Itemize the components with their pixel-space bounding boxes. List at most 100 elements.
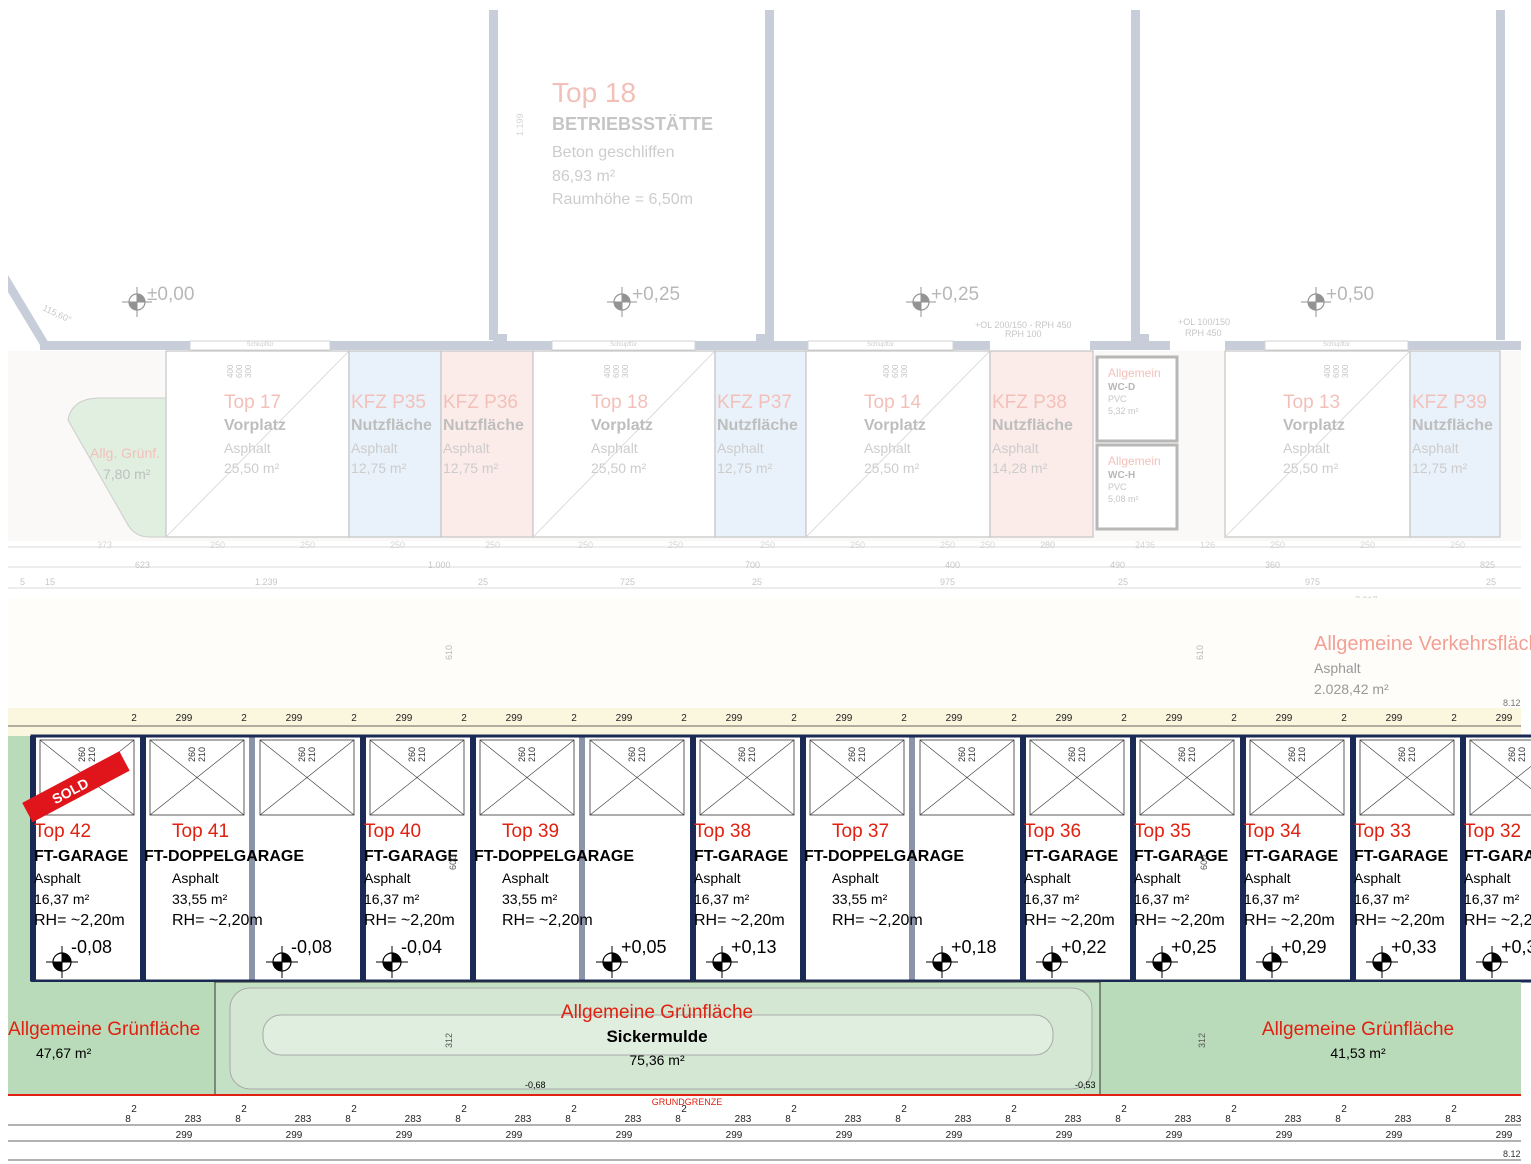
wall [1496, 10, 1505, 340]
garage-wall [1460, 736, 1466, 981]
unit-diagonal [805, 350, 991, 538]
garage-rh: RH= ~2,20m [1354, 912, 1445, 929]
door-cross [1359, 739, 1455, 816]
dim-row2: 623 [135, 560, 150, 570]
green-left-area: 47,67 m² [36, 1045, 92, 1061]
wc-name: WC-D [1108, 382, 1135, 393]
level-quadrant [129, 302, 137, 310]
door-dim: 260 [517, 747, 527, 762]
wc-box [1095, 355, 1179, 443]
door-cross [1139, 739, 1235, 816]
garage-box [1130, 734, 1244, 983]
garage-area: 33,55 m² [502, 891, 558, 907]
dim-299: 299 [286, 1130, 303, 1141]
door-dim: 210 [1077, 747, 1087, 762]
door-cross [589, 739, 685, 816]
dim-2: 2 [901, 1104, 907, 1115]
wc-area: 5,08 m² [1108, 494, 1139, 504]
door-dim: 300 [244, 364, 253, 378]
dim-2: 2 [461, 1104, 467, 1115]
garage-rh: RH= ~2,20m [1024, 912, 1115, 929]
door-dim: 210 [307, 747, 317, 762]
level-quadrant [1492, 953, 1501, 962]
garage-level-marker [266, 946, 298, 978]
dim-row3: 5 [20, 577, 25, 587]
garage-top: Top 42 [34, 821, 91, 842]
dim-2: 2 [681, 713, 687, 724]
garage-area: 16,37 m² [1464, 891, 1520, 907]
dim-row1: 250 [668, 540, 683, 550]
door-dim: 600 [891, 364, 900, 378]
garage-top: Top 38 [694, 821, 751, 842]
garage-level: +0,33 [1391, 937, 1437, 957]
garage-floor: Asphalt [1354, 870, 1401, 886]
garage-rh: RH= ~2,20m [694, 912, 785, 929]
hall-area: 86,93 m² [552, 168, 616, 185]
wc-top: Allgemein [1108, 366, 1161, 380]
traffic-area: 2.028,42 m² [1314, 681, 1389, 697]
dim-2: 2 [1341, 1104, 1347, 1115]
door [189, 340, 331, 351]
dim-299: 299 [506, 1130, 523, 1141]
garage-floor: Asphalt [832, 870, 879, 886]
garage-level: +0,18 [951, 937, 997, 957]
level-quadrant [1162, 953, 1171, 962]
garage-rh: RH= ~2,20m [1244, 912, 1335, 929]
door-dim: 210 [637, 747, 647, 762]
dim-row1: 250 [940, 540, 955, 550]
dim-row2: 700 [745, 560, 760, 570]
garage-level: +0,3 [1501, 937, 1531, 957]
door-box [919, 739, 1015, 816]
dim-299: 299 [1276, 1130, 1293, 1141]
garage-level-marker [1366, 946, 1398, 978]
door-dim: 400 [1323, 364, 1332, 378]
garage-floor: Asphalt [364, 870, 411, 886]
dim-299: 299 [946, 1130, 963, 1141]
unit-name: Nutzfläche [717, 417, 798, 434]
door-box [1359, 739, 1455, 816]
edge-level: ±0,00 [32, 355, 53, 364]
dim-row1: 2436 [1135, 540, 1155, 550]
garage-level: +0,25 [1171, 937, 1217, 957]
dim-2: 2 [351, 1104, 357, 1115]
garage-area: 16,37 m² [364, 891, 420, 907]
garage-level: -0,04 [401, 937, 442, 957]
garage-wall [690, 736, 696, 981]
dim-283: 283 [185, 1114, 202, 1125]
door-cross [149, 739, 245, 816]
unit-name: Nutzfläche [351, 417, 432, 434]
unit-name: Nutzfläche [992, 417, 1073, 434]
garage-floor: Asphalt [1024, 870, 1071, 886]
dim-row1: 250 [390, 540, 405, 550]
door-box [1029, 739, 1125, 816]
garage-depth: 600 [448, 855, 458, 870]
dim-8: 8 [1115, 1114, 1121, 1125]
dim-299: 299 [616, 1130, 633, 1141]
garage-wall [1020, 736, 1026, 981]
door-dim: 400 [603, 364, 612, 378]
dim-8: 8 [125, 1114, 131, 1125]
level-quadrant [383, 962, 392, 971]
traffic-dim: 610 [444, 645, 454, 660]
door-dim: 260 [1287, 747, 1297, 762]
dim-row2: 825 [1480, 560, 1495, 570]
garage-type: FT-GARAGE [364, 848, 459, 865]
unit-floor: Asphalt [224, 440, 271, 456]
door-dim: 260 [407, 747, 417, 762]
level-quadrant [1373, 962, 1382, 971]
door-dim: 600 [1332, 364, 1341, 378]
green-mid-sub: Sickermulde [606, 1027, 707, 1046]
dim-2: 2 [1121, 1104, 1127, 1115]
garage-level: -0,08 [71, 937, 112, 957]
dim-283: 283 [845, 1114, 862, 1125]
dim-283: 283 [735, 1114, 752, 1125]
door-dim: 260 [1397, 747, 1407, 762]
note: RPH 450 [1185, 328, 1222, 338]
garage-level-marker [596, 946, 628, 978]
dim-283: 283 [1065, 1114, 1082, 1125]
door-dim: 210 [417, 747, 427, 762]
